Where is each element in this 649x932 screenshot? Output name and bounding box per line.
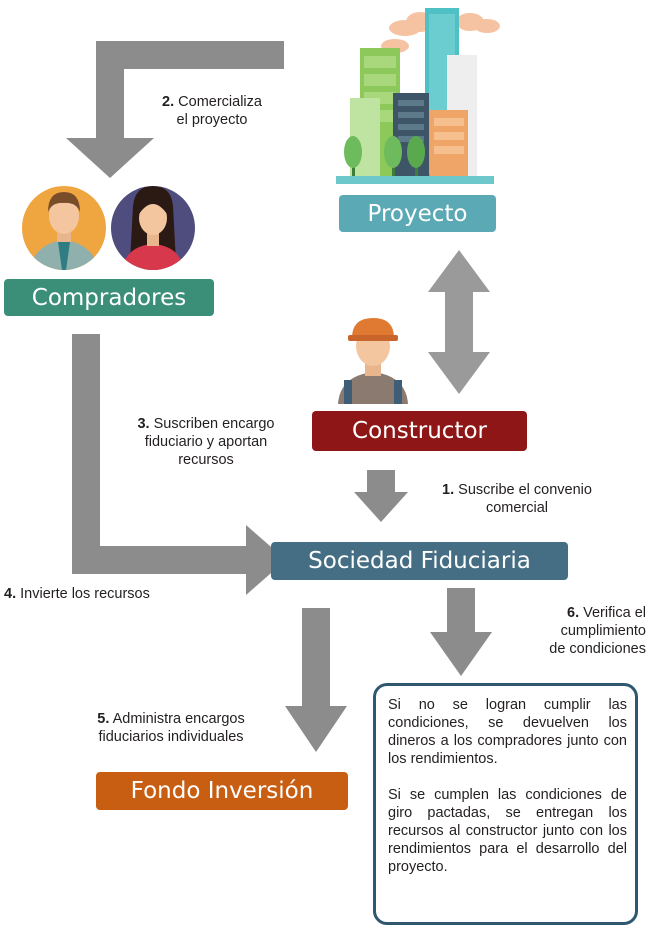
woman-avatar [111, 186, 195, 270]
note-paragraph-1: Si no se logran cumplir las condiciones,… [388, 697, 627, 767]
step-3-text: Suscriben encargo [153, 416, 275, 432]
note-paragraph-2: Si se cumplen las condiciones de giro pa… [388, 787, 627, 875]
step-2-number: 2. [162, 94, 175, 110]
step-4-number: 4. [4, 586, 17, 602]
fondo-inversion-box: Fondo Inversión [96, 772, 348, 810]
arrow-suscriben [72, 334, 286, 595]
proyecto-box: Proyecto [339, 195, 496, 232]
step-1-label: 1. Suscribe el convenio comercial [412, 481, 622, 517]
step-4-text: Invierte los recursos [20, 586, 150, 602]
step-6-number: 6. [567, 605, 580, 621]
step-1-number: 1. [442, 482, 455, 498]
step-2-label: 2. Comercializa el proyecto [132, 93, 292, 129]
step-6-label: 6. Verifica el cumplimiento de condicion… [498, 604, 646, 658]
worker-avatar [338, 318, 408, 404]
step-1-text-line2: comercial [485, 500, 549, 516]
arrow-convenio [354, 470, 408, 522]
step-3-text-line3: recursos [178, 452, 234, 468]
man-avatar [22, 186, 106, 270]
arrow-verifica [430, 588, 492, 676]
step-5-text-line2: fiduciarios individuales [98, 729, 244, 745]
fondo-label: Fondo Inversión [130, 778, 314, 804]
step-3-text-line2: fiduciario y aportan [144, 434, 268, 450]
step-1-text: Suscribe el convenio [458, 482, 592, 498]
compradores-label: Compradores [31, 284, 187, 311]
step-6-text: Verifica el [583, 605, 646, 621]
constructor-box: Constructor [312, 411, 527, 451]
sociedad-label: Sociedad Fiduciaria [308, 548, 531, 574]
arrow-comercializa [66, 41, 284, 178]
proyecto-label: Proyecto [367, 200, 468, 227]
conditions-note: Si no se logran cumplir las condiciones,… [373, 683, 638, 925]
step-5-number: 5. [97, 711, 110, 727]
step-2-text-line2: el proyecto [176, 112, 248, 128]
step-5-text: Administra encargos [112, 711, 245, 727]
step-3-number: 3. [137, 416, 150, 432]
sociedad-fiduciaria-box: Sociedad Fiduciaria [271, 542, 568, 580]
step-6-text-line3: de condiciones [549, 641, 646, 657]
compradores-box: Compradores [4, 279, 214, 316]
step-4-label: 4. Invierte los recursos [4, 585, 204, 603]
city-illustration [336, 8, 500, 184]
step-3-label: 3. Suscriben encargo fiduciario y aporta… [106, 415, 306, 469]
step-6-text-line2: cumplimiento [560, 623, 646, 639]
step-5-label: 5. Administra encargos fiduciarios indiv… [66, 710, 276, 746]
constructor-label: Constructor [352, 418, 487, 444]
arrow-administra [285, 608, 347, 752]
arrow-proyecto-constructor [428, 250, 490, 394]
step-2-text: Comercializa [178, 94, 262, 110]
